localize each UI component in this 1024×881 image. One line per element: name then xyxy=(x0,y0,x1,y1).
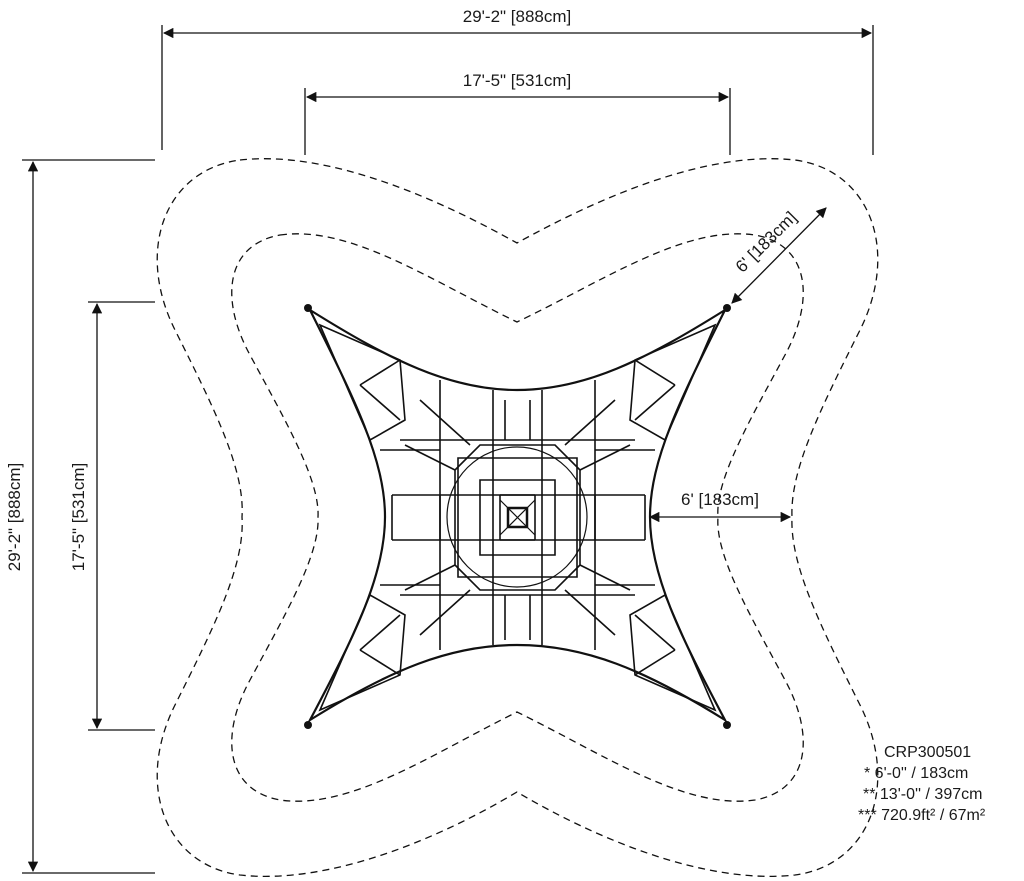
overall-height-label: 29'-2" [888cm] xyxy=(5,463,24,572)
net-structure xyxy=(318,323,717,712)
structure-height-label: 17'-5" [531cm] xyxy=(69,463,88,572)
anchor-post-top-left xyxy=(304,304,312,312)
overall-width-label: 29'-2" [888cm] xyxy=(463,7,572,26)
anchor-post-top-right xyxy=(723,304,731,312)
anchor-post-bottom-left xyxy=(304,721,312,729)
outer-safety-zone xyxy=(156,158,879,877)
product-code: CRP300501 xyxy=(884,744,972,761)
side-clearance-label: 6' [183cm] xyxy=(681,490,759,509)
structure-width-label: 17'-5" [531cm] xyxy=(463,71,572,90)
info-line-fall-height: ** 13'-0'' / 397cm xyxy=(863,786,983,803)
inner-safety-zone xyxy=(231,233,804,802)
info-line-height: * 6'-0'' / 183cm xyxy=(864,765,969,782)
anchor-post-bottom-right xyxy=(723,721,731,729)
diagonal-clearance-dimension-line xyxy=(731,207,827,304)
diagonal-clearance-label: 6' [183cm] xyxy=(732,208,801,277)
info-line-area: *** 720.9ft² / 67m² xyxy=(858,807,986,824)
product-info-block: CRP300501 * 6'-0'' / 183cm ** 13'-0'' / … xyxy=(858,742,1018,826)
net-outline xyxy=(307,306,728,724)
extension-lines xyxy=(22,25,874,874)
